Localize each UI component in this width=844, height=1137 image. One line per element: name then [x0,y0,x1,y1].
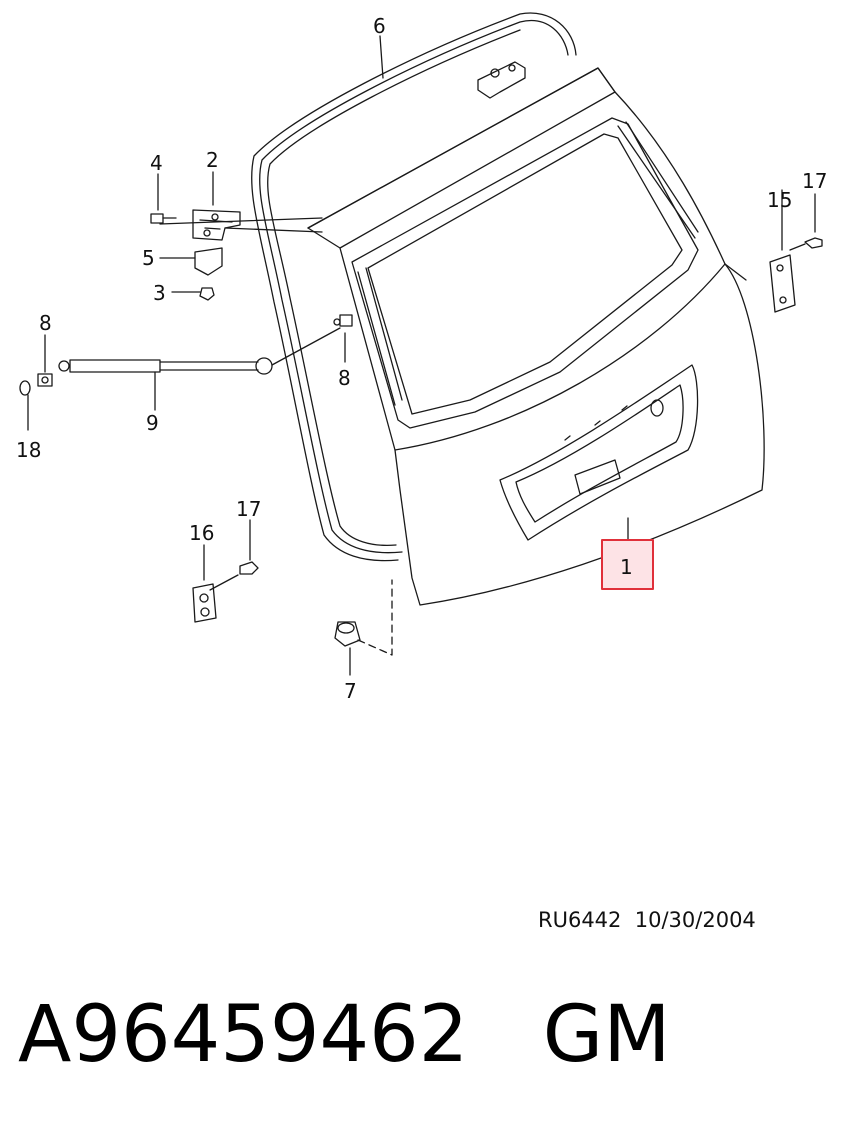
bracket [192,583,217,623]
hinge-nut [199,287,215,301]
callout-8-left: 8 [39,311,52,335]
callout-17-right: 17 [802,169,827,193]
callout-5: 5 [142,246,155,270]
ball-stud-left [37,373,53,387]
callout-16: 16 [189,521,214,545]
rear-window [351,117,699,429]
callout-8-right: 8 [338,366,351,390]
callout-1: 1 [620,555,633,579]
hinge [192,209,241,241]
part-number: A96459462 GM [18,990,671,1080]
callout-6: 6 [373,14,386,38]
upper-hinge-bracket [477,61,526,99]
callout-17-left: 17 [236,497,261,521]
bracket-bolt [239,561,259,575]
weatherstrip-seal [251,12,577,562]
drawing-id: RU6442 10/30/2004 [538,908,756,932]
striker [769,254,796,313]
gas-strut [58,357,273,375]
plate-recess [499,364,699,541]
callout-15: 15 [767,188,792,212]
callout-3: 3 [153,281,166,305]
ball-stud-right [333,314,353,327]
highlight-box [601,539,654,590]
leader-lines [27,35,816,676]
callout-7: 7 [344,679,357,703]
callout-2: 2 [206,148,219,172]
callout-9: 9 [146,411,159,435]
callout-labels: 6 4 2 5 3 8 8 9 18 15 17 16 17 1 7 [16,14,827,703]
bumper [334,621,361,647]
callout-18: 18 [16,438,41,462]
hinge-bolt [150,213,177,224]
liftgate-panel [307,67,765,606]
hinge-plate [194,247,223,276]
washer [19,380,31,396]
striker-bolt [789,237,823,251]
callout-4: 4 [150,151,163,175]
